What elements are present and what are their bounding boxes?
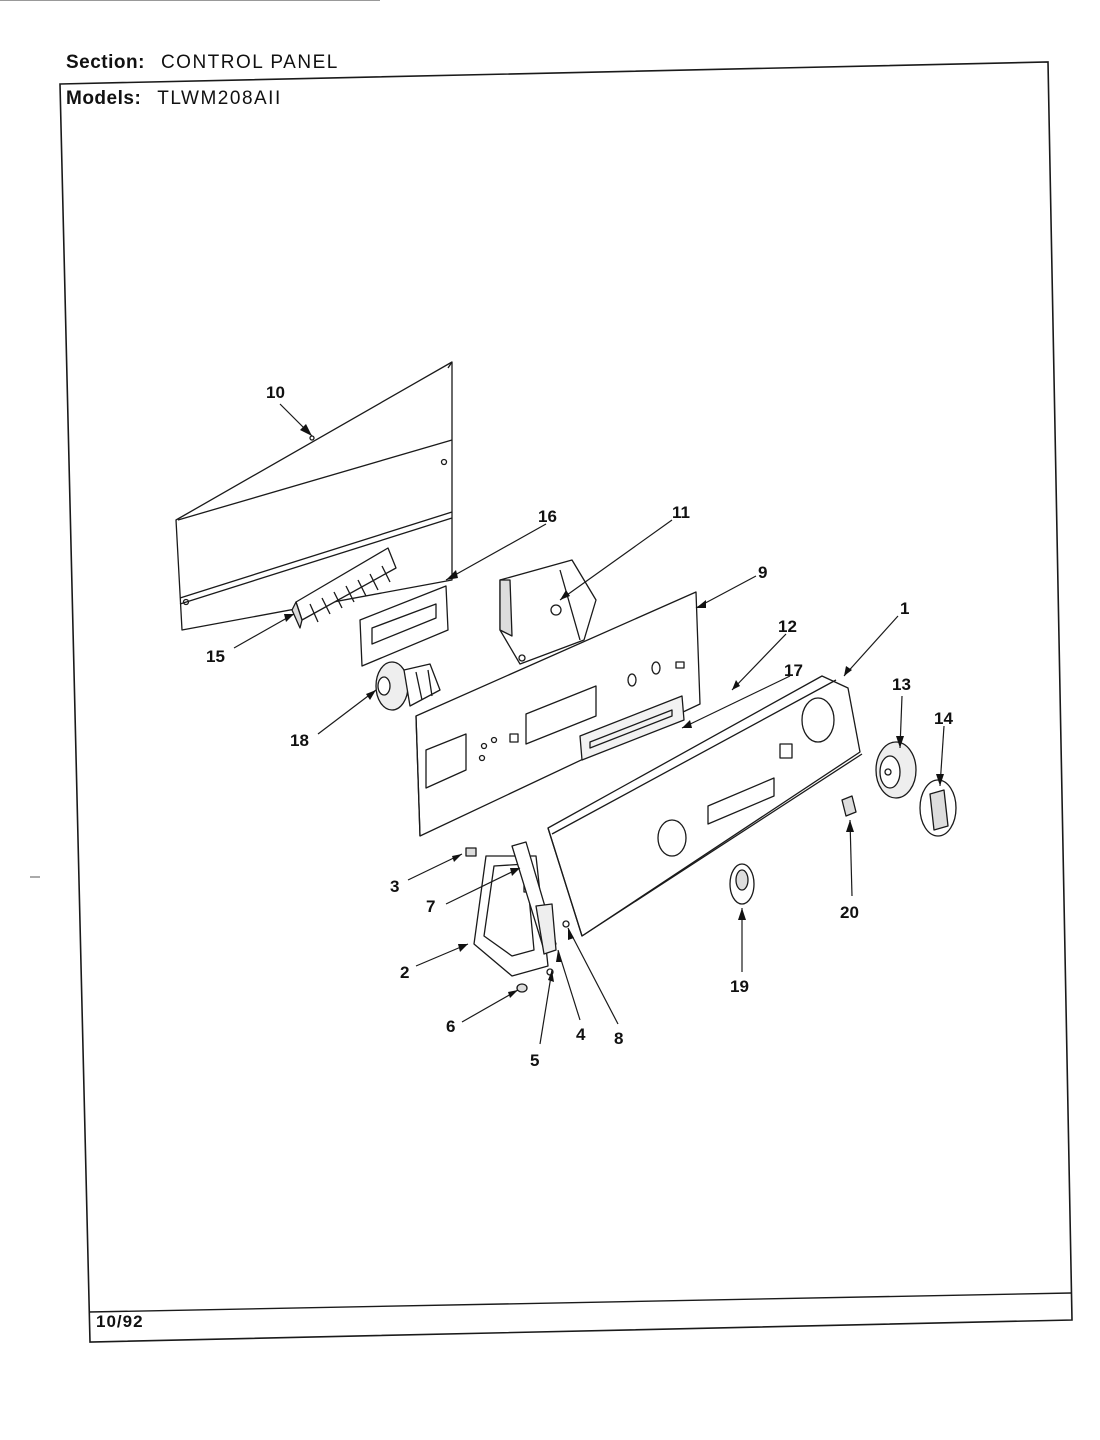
leader-lines (233, 403, 945, 1045)
callout-3: 3 (390, 877, 399, 896)
callout-6: 6 (446, 1017, 455, 1036)
callout-19: 19 (730, 977, 749, 996)
part-1-front-control-panel (547, 675, 863, 937)
part-9-console-panel (415, 591, 701, 837)
part-13-knob-skirt (875, 741, 917, 799)
callout-16: 16 (538, 507, 557, 526)
part-17-display-window (579, 695, 685, 761)
callout-10: 10 (266, 383, 285, 402)
callout-13: 13 (892, 675, 911, 694)
callout-12: 12 (778, 617, 797, 636)
part-10-rear-panel (175, 361, 453, 631)
part-20-button (841, 795, 857, 817)
part-18-timer (375, 661, 441, 711)
callout-9: 9 (758, 563, 767, 582)
callout-11: 11 (672, 503, 690, 522)
diagram-frame (59, 61, 1073, 1343)
callout-17: 17 (784, 661, 803, 680)
callout-labels: 10 16 11 9 12 17 1 13 14 15 18 3 7 2 6 5… (206, 383, 953, 1070)
section-header: Section: CONTROL PANEL (66, 52, 339, 74)
leader-arrowheads (284, 424, 944, 998)
section-label: Section: (66, 52, 145, 73)
callout-1: 1 (900, 599, 909, 618)
part-16-bracket (359, 585, 449, 667)
part-19-knob (729, 863, 755, 905)
callout-8: 8 (614, 1029, 623, 1048)
models-value: TLWM208AII (157, 88, 282, 109)
scan-edge-line (0, 0, 380, 1)
callout-5: 5 (530, 1051, 539, 1070)
callout-2: 2 (400, 963, 409, 982)
callout-15: 15 (206, 647, 225, 666)
callout-20: 20 (840, 903, 859, 922)
part-14-knob (919, 779, 957, 837)
part-11-timer-assembly (499, 559, 597, 665)
revision-date: 10/92 (96, 1312, 144, 1331)
callout-7: 7 (426, 897, 435, 916)
models-label: Models: (66, 88, 142, 109)
part-15-switch-block (291, 547, 397, 629)
callout-4: 4 (576, 1025, 586, 1044)
footer-divider (88, 1292, 1072, 1313)
part-4-trim-strip (511, 841, 570, 993)
callout-18: 18 (290, 731, 309, 750)
models-header: Models: TLWM208AII (66, 88, 282, 110)
callout-14: 14 (934, 709, 953, 728)
section-value: CONTROL PANEL (160, 52, 339, 73)
